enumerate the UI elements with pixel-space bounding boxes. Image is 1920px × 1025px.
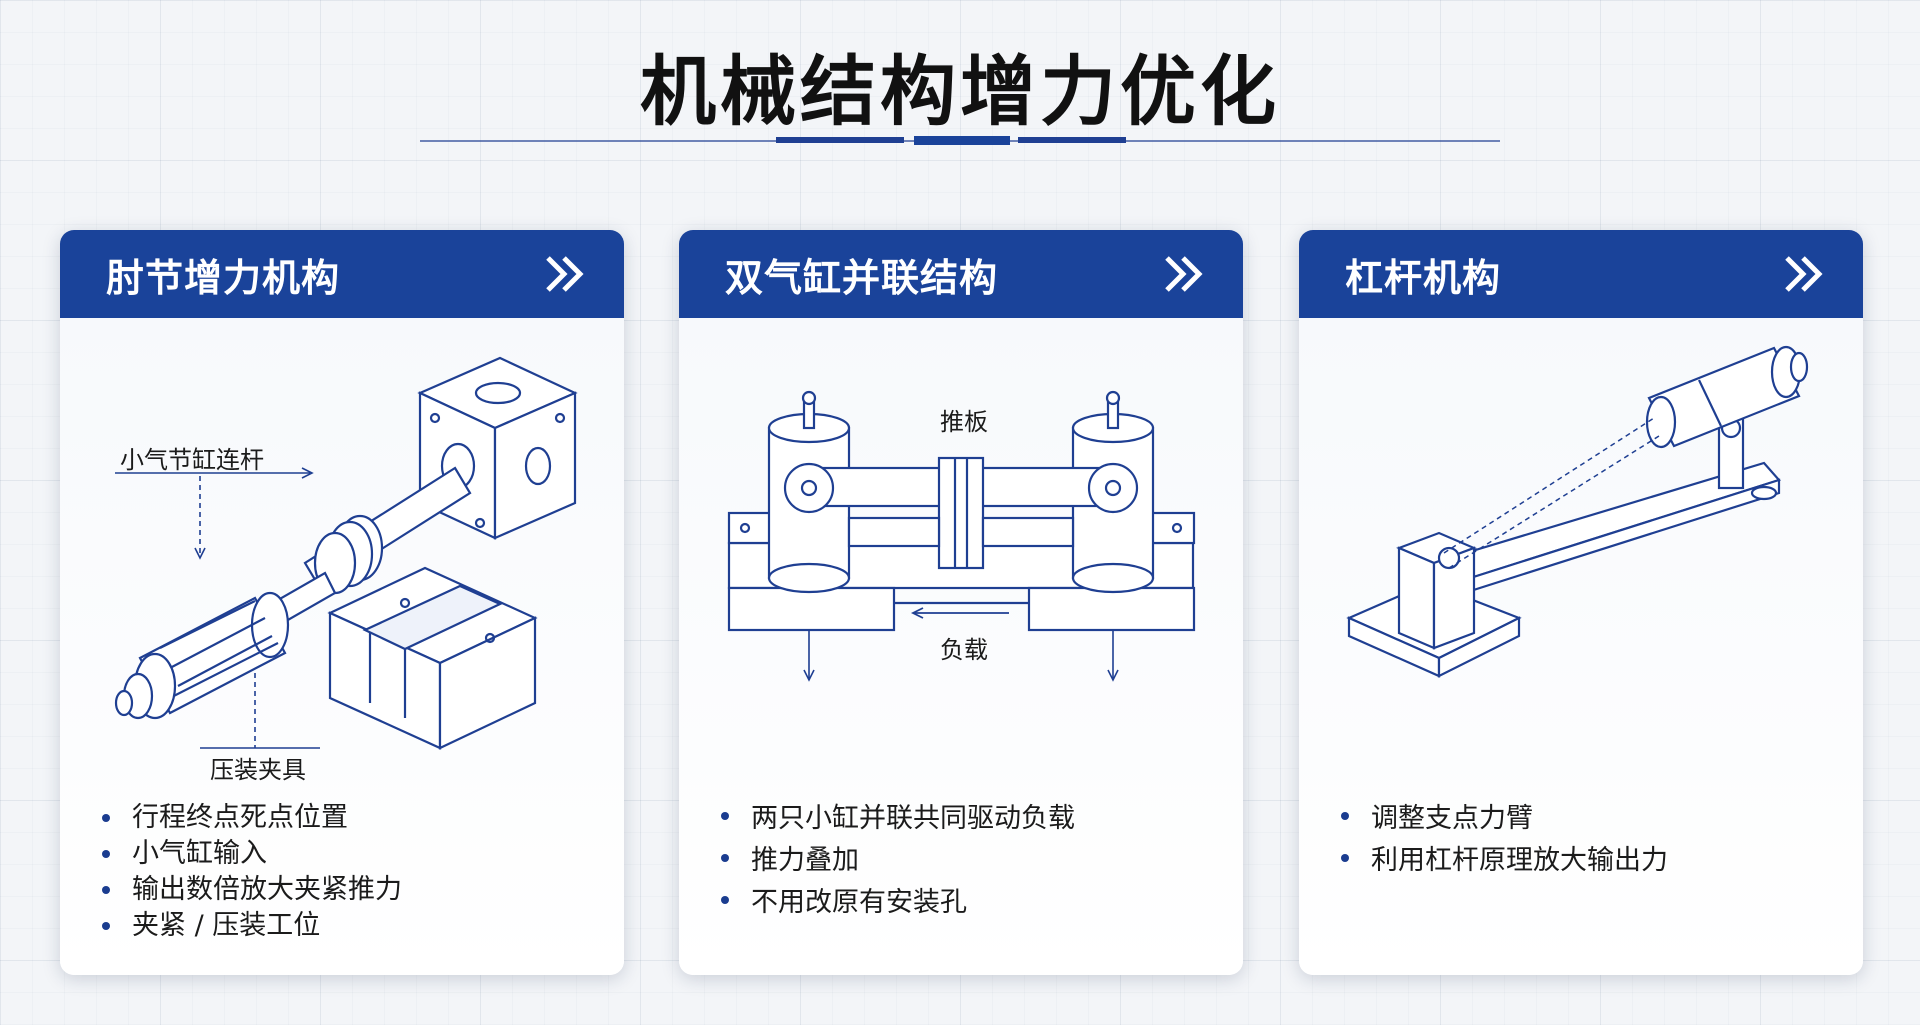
card-header: 肘节增力机构 [60, 230, 624, 318]
double-chevron-right-icon [1785, 256, 1823, 292]
bullet-list: 行程终点死点位置 小气缸输入 输出数倍放大夹紧推力 夹紧 / 压装工位 [102, 800, 402, 944]
list-item: 两只小缸并联共同驱动负载 [721, 798, 1075, 840]
list-item: 利用杠杆原理放大输出力 [1341, 840, 1668, 882]
double-chevron-right-icon [1165, 256, 1203, 292]
card-lever-mechanism: 杠杆机构 [1299, 230, 1863, 975]
page-title: 机械结构增力优化 [640, 47, 1280, 136]
double-chevron-right-icon [546, 256, 584, 292]
card-body: 调整支点力臂 利用杠杆原理放大输出力 [1299, 318, 1863, 975]
list-item: 夹紧 / 压装工位 [102, 908, 402, 944]
list-item: 行程终点死点位置 [102, 800, 402, 836]
title-divider [420, 136, 1500, 145]
lever-mechanism-illustration [1346, 345, 1809, 678]
list-item: 调整支点力臂 [1341, 798, 1668, 840]
list-item: 小气缸输入 [102, 836, 402, 872]
card-header: 杠杆机构 [1299, 230, 1863, 318]
card-body: 小气节缸连杆 压装夹具 行程终点死点位置 小气缸输入 输出数倍放大夹紧推力 夹紧… [60, 318, 624, 975]
list-item: 输出数倍放大夹紧推力 [102, 872, 402, 908]
dual-cylinder-illustration: 推板 负载 [727, 390, 1196, 682]
label-plate: 推板 [940, 408, 988, 436]
toggle-mechanism-illustration: 小气节缸连杆 压装夹具 [114, 356, 578, 784]
bullet-list: 两只小缸并联共同驱动负载 推力叠加 不用改原有安装孔 [721, 798, 1075, 924]
card-body: 推板 负载 两只小缸并联共同驱动负载 推力叠加 不用改原有安装孔 [679, 318, 1243, 975]
card-toggle-mechanism: 肘节增力机构 [60, 230, 624, 975]
card-title: 肘节增力机构 [106, 255, 341, 300]
list-item: 不用改原有安装孔 [721, 882, 1075, 924]
bullet-list: 调整支点力臂 利用杠杆原理放大输出力 [1341, 798, 1668, 882]
label-fixture: 压装夹具 [210, 756, 306, 784]
label-load: 负载 [940, 636, 988, 664]
card-title: 杠杆机构 [1345, 255, 1502, 300]
card-dual-cylinder: 双气缸并联结构 [679, 230, 1243, 975]
card-title: 双气缸并联结构 [725, 255, 999, 300]
card-header: 双气缸并联结构 [679, 230, 1243, 318]
label-rod: 小气节缸连杆 [120, 446, 264, 474]
list-item: 推力叠加 [721, 840, 1075, 882]
